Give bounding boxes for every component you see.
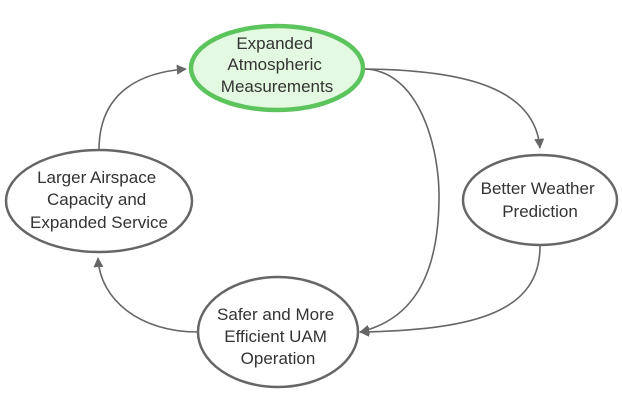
node-shape <box>196 275 360 389</box>
node-better-weather-prediction[interactable]: Better Weather Prediction <box>461 153 619 247</box>
node-shape <box>188 23 366 113</box>
edge-uam-to-capacity <box>93 257 199 333</box>
edge-measurements-to-prediction <box>363 68 545 149</box>
node-label: Expanded Atmospheric Measurements <box>221 34 333 96</box>
edges <box>93 64 545 337</box>
node-label-line: Expanded <box>236 34 313 53</box>
node-label-line: Prediction <box>502 202 578 221</box>
node-label-line: Atmospheric <box>227 55 322 74</box>
node-label-line: Better Weather <box>481 179 595 198</box>
node-label-line: Safer and More <box>217 305 334 324</box>
node-larger-airspace-capacity[interactable]: Larger Airspace Capacity and Expanded Se… <box>4 148 194 254</box>
edge-measurements-to-uam <box>359 68 440 335</box>
node-label-line: Operation <box>241 349 316 368</box>
node-safer-uam-operation[interactable]: Safer and More Efficient UAM Operation <box>196 275 360 389</box>
node-label-line: Larger Airspace <box>37 168 156 187</box>
node-label-line: Efficient UAM <box>224 327 327 346</box>
node-label: Better Weather Prediction <box>481 179 600 221</box>
node-label-line: Measurements <box>221 77 333 96</box>
edge-capacity-to-measurements <box>98 64 187 151</box>
node-label-line: Capacity and <box>47 190 146 209</box>
node-label-line: Expanded Service <box>30 213 168 232</box>
node-shape <box>4 148 194 254</box>
node-label: Safer and More Efficient UAM Operation <box>217 305 339 368</box>
node-label: Larger Airspace Capacity and Expanded Se… <box>30 168 168 232</box>
edge-prediction-to-uam <box>359 245 541 337</box>
node-expanded-atmospheric-measurements[interactable]: Expanded Atmospheric Measurements <box>188 23 366 113</box>
node-shape <box>461 153 619 247</box>
